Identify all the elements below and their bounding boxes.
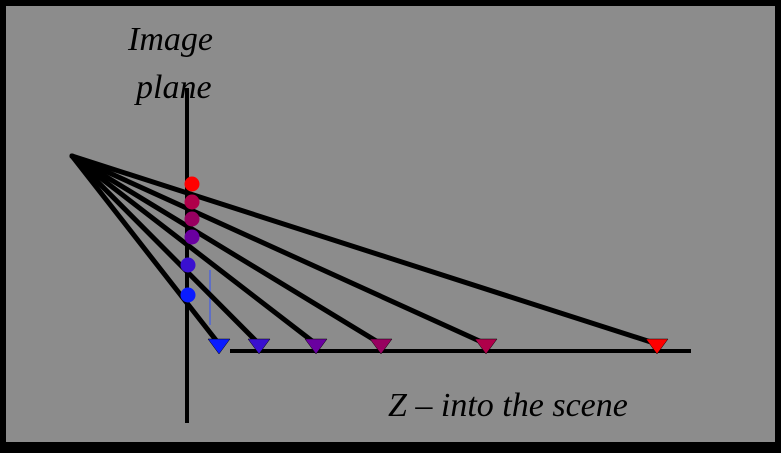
projection-dot-1 xyxy=(184,176,200,192)
projection-dot-6 xyxy=(180,287,196,303)
scene-point-marker-6 xyxy=(207,338,231,355)
ray-line-4 xyxy=(69,153,319,347)
projection-dot-5 xyxy=(180,257,196,273)
projection-dot-3 xyxy=(184,211,200,227)
diagram-background xyxy=(6,6,775,442)
z-axis-label: Z – into the scene xyxy=(388,387,628,424)
ray-line-1 xyxy=(69,153,660,347)
projection-dot-2 xyxy=(184,194,200,210)
image-plane-label-line1: Image xyxy=(128,21,213,58)
scene-point-marker-2 xyxy=(474,338,498,355)
ray-line-3 xyxy=(69,153,384,347)
ray-line-6 xyxy=(69,153,222,347)
scene-point-marker-1 xyxy=(645,338,669,355)
ray-line-2 xyxy=(69,153,489,347)
projection-dot-4 xyxy=(184,229,200,245)
ray-line-5 xyxy=(69,153,262,347)
scene-point-marker-5 xyxy=(247,338,271,355)
image-plane-label-line2: plane xyxy=(136,69,212,106)
scene-point-marker-4 xyxy=(304,338,328,355)
scene-point-marker-3 xyxy=(369,338,393,355)
